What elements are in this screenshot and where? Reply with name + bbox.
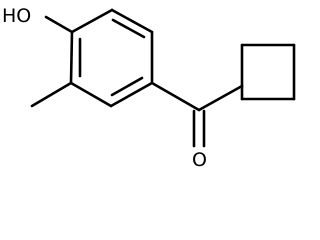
ring-bond-c4-c5 [109, 81, 154, 108]
ring-double-bond-inner-bottom [110, 76, 144, 97]
methyl-bond [30, 81, 73, 108]
ring-bond-c5-c6 [69, 81, 113, 108]
structure-canvas: HO O [2, 5, 296, 171]
ring-double-bond-inner-top [111, 18, 146, 39]
ring-bond-c2-c3 [110, 8, 154, 34]
ring-bond-c6-c1 [69, 30, 74, 85]
molecule-structure: HO O [2, 5, 296, 171]
carbonyl-oxygen-label: O [192, 149, 207, 171]
cyclobutane-ring [240, 43, 296, 101]
carbonyl-to-cyclobutane-bond [197, 84, 244, 112]
ring-to-carbonyl-bond [150, 81, 201, 112]
benzene-ring [69, 8, 154, 108]
hydroxyl-bond [44, 15, 74, 34]
hydroxyl-label: HO [2, 5, 31, 27]
ring-bond-c1-c2 [70, 8, 114, 34]
